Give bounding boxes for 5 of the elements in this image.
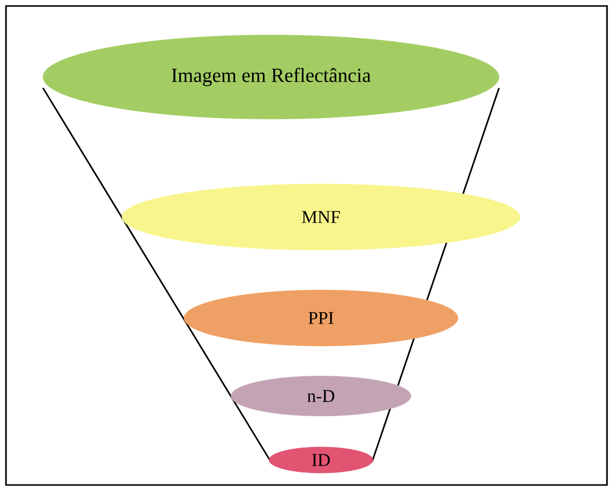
ellipse-stage: MNF	[122, 184, 520, 250]
ellipse-stage: n-D	[230, 376, 412, 416]
ellipse-stage: ID	[268, 446, 374, 474]
ellipse-stage: PPI	[184, 290, 458, 346]
ellipse-stage: Imagem em Reflectância	[42, 34, 500, 120]
